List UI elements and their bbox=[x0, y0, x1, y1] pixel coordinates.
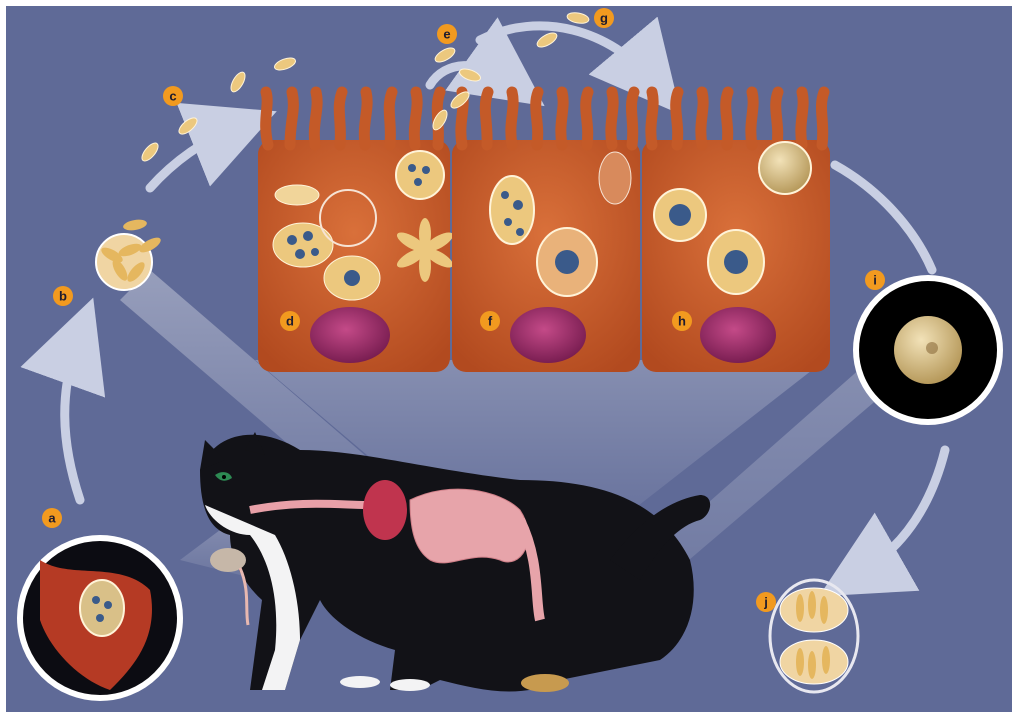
label-i: i bbox=[865, 270, 885, 290]
label-g: g bbox=[594, 8, 614, 28]
nucleus bbox=[310, 307, 390, 363]
feces bbox=[521, 674, 569, 692]
label-text: i bbox=[873, 273, 877, 288]
label-j: j bbox=[756, 592, 776, 612]
label-b: b bbox=[53, 286, 73, 306]
label-a: a bbox=[42, 508, 62, 528]
unsporulated-oocyst-in-cell bbox=[759, 142, 811, 194]
nucleus bbox=[510, 307, 586, 363]
label-text: g bbox=[600, 11, 608, 26]
label-h: h bbox=[672, 311, 692, 331]
label-text: b bbox=[59, 289, 67, 304]
tissue-cyst-inset bbox=[20, 538, 180, 698]
label-text: j bbox=[763, 595, 768, 610]
label-text: c bbox=[169, 89, 176, 104]
label-c: c bbox=[163, 86, 183, 106]
label-e: e bbox=[437, 24, 457, 44]
label-text: h bbox=[678, 314, 686, 329]
oocyst-inset bbox=[856, 278, 1000, 422]
nucleus bbox=[700, 307, 776, 363]
label-f: f bbox=[480, 311, 500, 331]
label-text: f bbox=[488, 314, 493, 329]
label-d: d bbox=[280, 311, 300, 331]
label-text: a bbox=[48, 511, 56, 526]
label-text: d bbox=[286, 314, 294, 329]
label-text: e bbox=[443, 27, 450, 42]
